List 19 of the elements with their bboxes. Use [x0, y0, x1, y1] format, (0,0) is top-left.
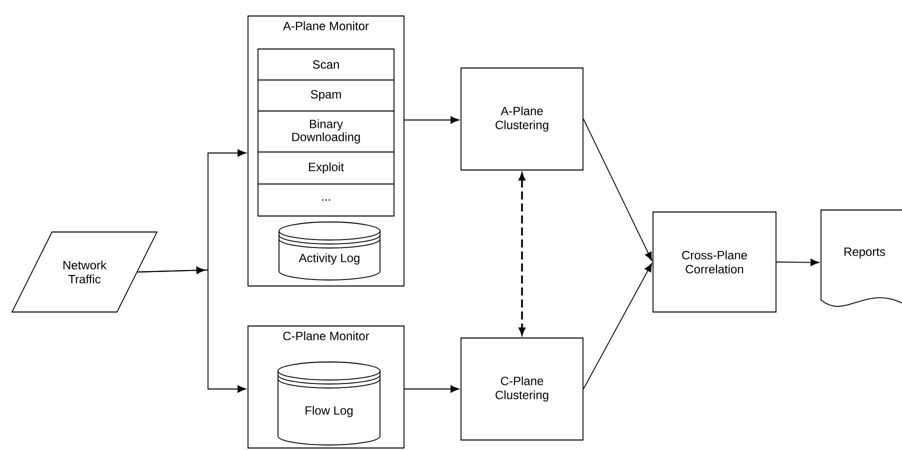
- arrow: [404, 385, 460, 393]
- database-cylinder: Activity Log: [278, 222, 380, 280]
- arrow: [137, 266, 246, 393]
- arrow: [518, 173, 526, 335]
- process-box: A-Plane Clustering: [460, 68, 584, 170]
- process-box: Cross-Plane Correlation: [652, 212, 776, 312]
- list-row: Exploit: [258, 152, 394, 184]
- node-label: Flow Log: [306, 406, 353, 418]
- node-label: Activity Log: [298, 253, 360, 265]
- list-row: Scan: [258, 48, 394, 80]
- database-cylinder: Flow Log: [278, 362, 380, 446]
- arrow: [583, 118, 652, 261]
- list-row: Spam: [258, 80, 394, 112]
- list-row: Binary Downloading: [258, 110, 394, 152]
- list-row: ...: [258, 184, 394, 216]
- process-box: C-Plane Clustering: [460, 338, 584, 440]
- arrow: [583, 263, 652, 390]
- arrow: [776, 258, 820, 266]
- arrow: [404, 116, 460, 124]
